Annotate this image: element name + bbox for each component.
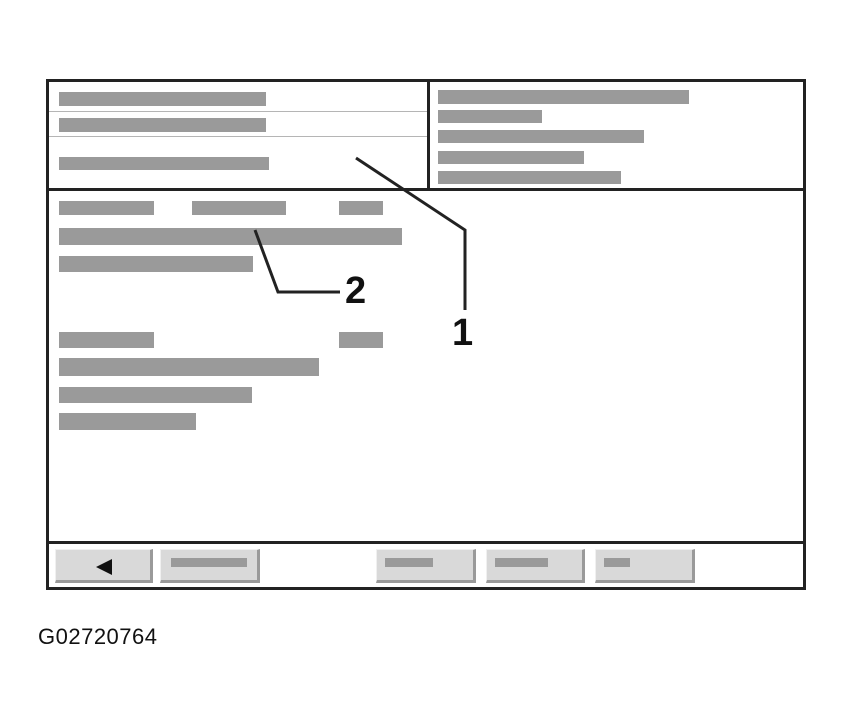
content-row-2 — [59, 228, 402, 245]
content-row-4-col-2 — [339, 332, 383, 348]
header-column-divider — [427, 82, 430, 188]
header-right-line-4 — [438, 151, 584, 164]
content-row-1-col-3 — [339, 201, 383, 215]
header-right-line-3 — [438, 130, 644, 143]
content-row-5 — [59, 358, 319, 376]
content-row-3 — [59, 256, 253, 272]
footer-button-5[interactable] — [595, 549, 695, 583]
header-right-line-5 — [438, 171, 621, 184]
footer-button-5-label — [604, 558, 630, 567]
header-divider — [49, 188, 803, 191]
footer-button-3[interactable] — [376, 549, 476, 583]
screen-frame — [46, 79, 806, 590]
footer-button-2-label — [171, 558, 247, 567]
footer-button-3-label — [385, 558, 433, 567]
figure-id: G02720764 — [38, 624, 158, 649]
header-right-line-1 — [438, 90, 689, 104]
header-left-line-3 — [59, 157, 269, 170]
footer-divider — [49, 541, 803, 544]
content-row-7 — [59, 413, 196, 430]
footer-button-4-label — [495, 558, 548, 567]
header-left-line-1 — [59, 92, 266, 106]
back-button[interactable] — [55, 549, 153, 583]
content-row-1-col-1 — [59, 201, 154, 215]
callout-2-label: 2 — [345, 270, 367, 312]
header-row-separator — [49, 136, 427, 137]
header-row-separator — [49, 111, 427, 112]
content-row-1-col-2 — [192, 201, 286, 215]
content-row-6 — [59, 387, 252, 403]
header-left-line-2 — [59, 118, 266, 132]
callout-1-leader — [355, 156, 467, 310]
footer-button-4[interactable] — [486, 549, 585, 583]
callout-2-leader — [253, 229, 340, 294]
callout-1-label: 1 — [452, 312, 474, 354]
header-right-line-2 — [438, 110, 542, 123]
left-triangle-icon — [96, 559, 112, 575]
content-row-4-col-1 — [59, 332, 154, 348]
footer-button-2[interactable] — [160, 549, 260, 583]
